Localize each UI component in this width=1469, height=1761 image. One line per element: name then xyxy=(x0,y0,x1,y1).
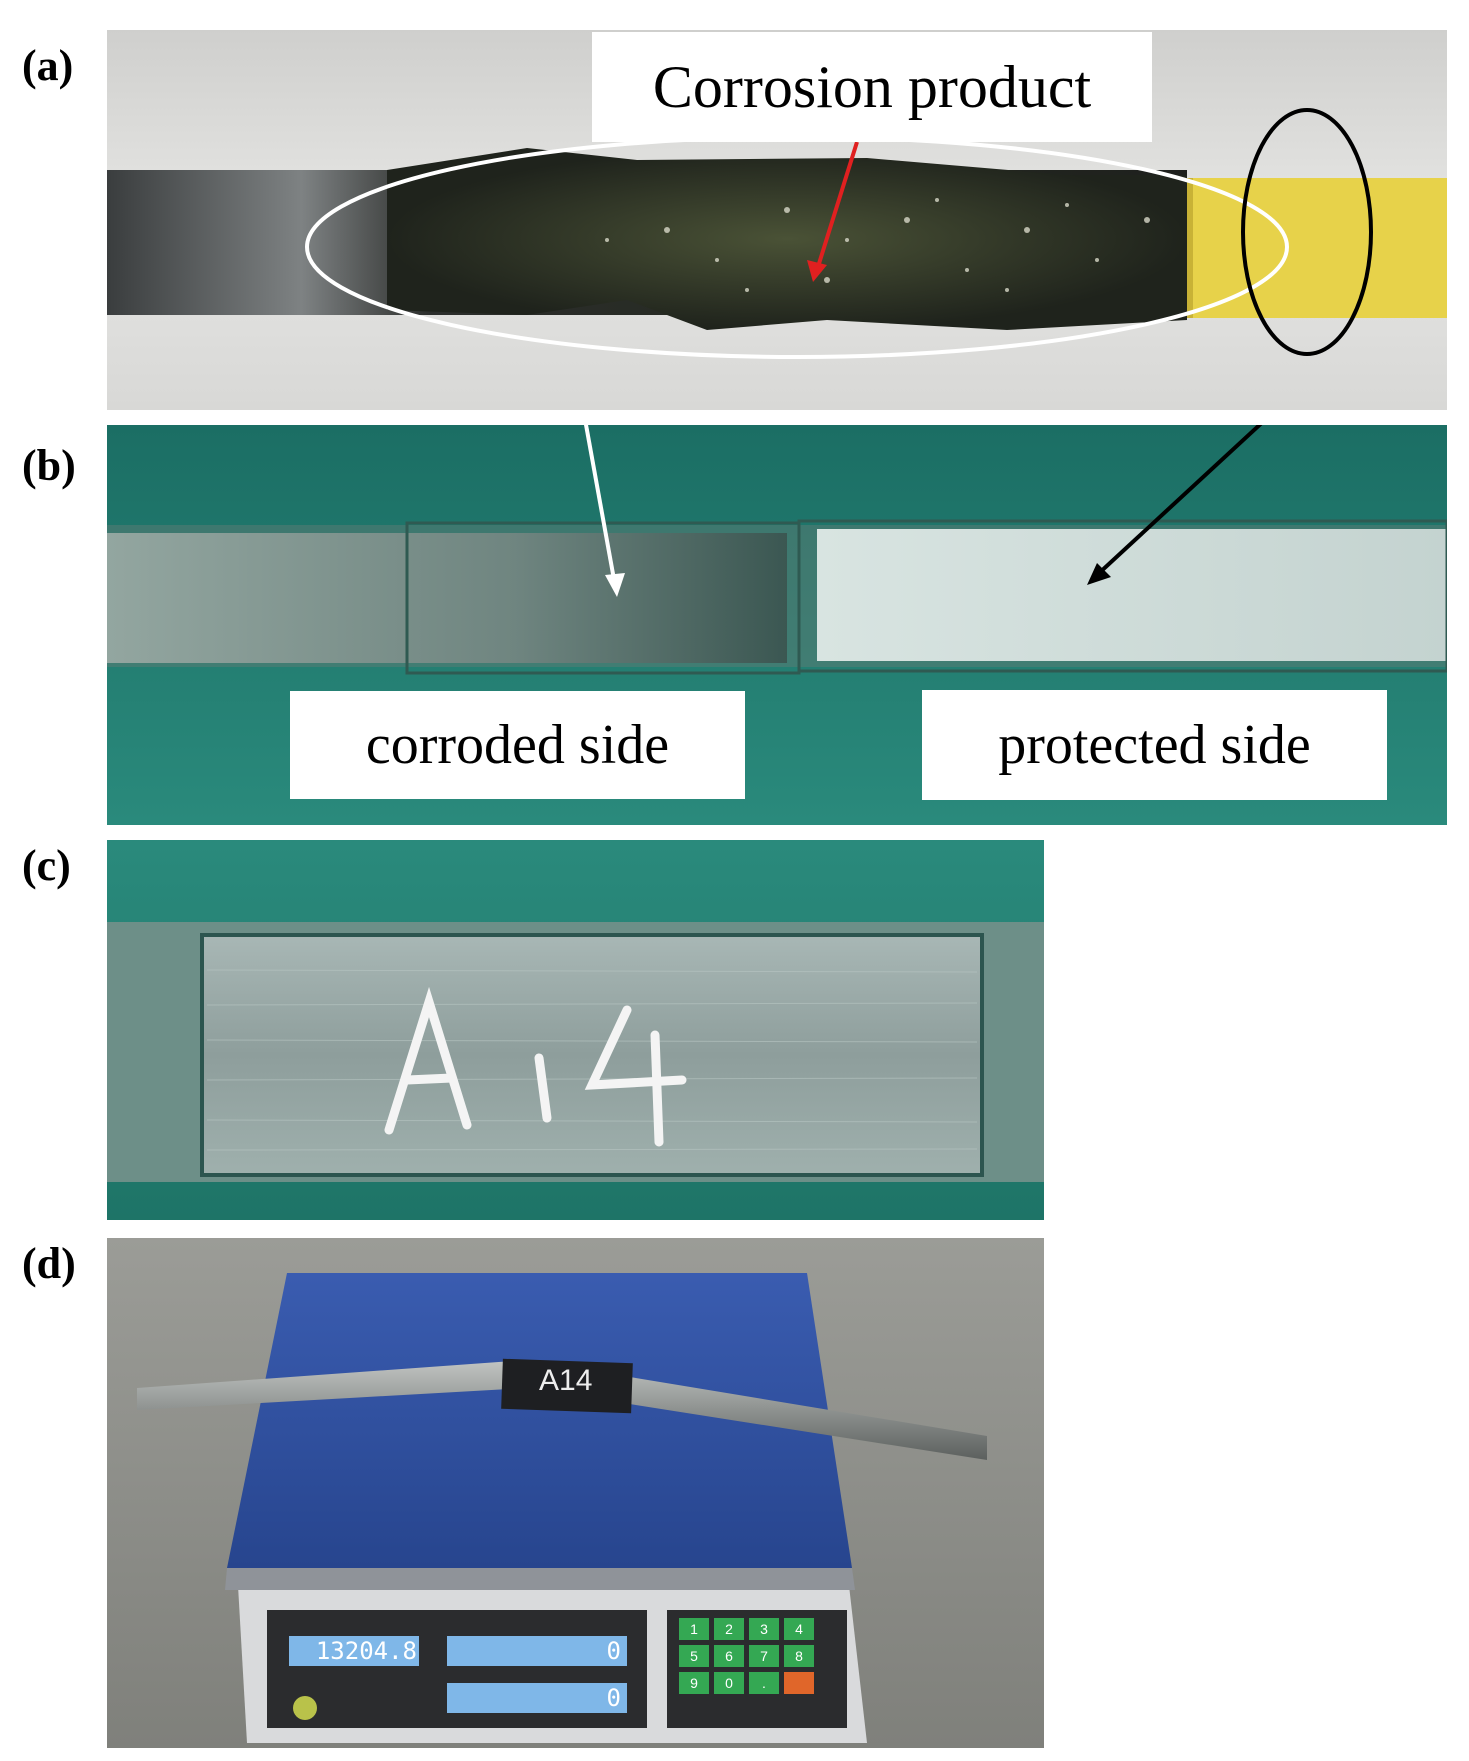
key-dot[interactable]: . xyxy=(749,1672,779,1694)
black-ellipse-annotation xyxy=(1241,108,1373,356)
panel-label-c: (c) xyxy=(22,841,71,890)
key-9[interactable]: 9 xyxy=(679,1672,709,1694)
photo-a: Corrosion product xyxy=(107,30,1447,410)
panel-label-a: (a) xyxy=(22,41,74,90)
protected-side-callout: protected side xyxy=(922,690,1387,800)
black-arrow xyxy=(1095,425,1263,577)
weight-readout: 13204.8 xyxy=(315,1637,417,1665)
photo-d: A14 13204.8 0 0 1 2 3 4 5 6 7 8 9 0 . xyxy=(107,1238,1044,1748)
red-arrow xyxy=(815,141,859,271)
key-0[interactable]: 0 xyxy=(714,1672,744,1694)
panel-label-b: (b) xyxy=(22,441,76,490)
scale-keypad: 1 2 3 4 5 6 7 8 9 0 . xyxy=(679,1618,819,1694)
panel-label-d: (d) xyxy=(22,1239,76,1288)
key-2[interactable]: 2 xyxy=(714,1618,744,1640)
handwritten-mark-a14 xyxy=(384,986,687,1147)
photo-c xyxy=(107,840,1044,1220)
count-readout: 0 xyxy=(606,1684,621,1712)
key-function[interactable] xyxy=(784,1672,814,1694)
key-5[interactable]: 5 xyxy=(679,1645,709,1667)
key-4[interactable]: 4 xyxy=(784,1618,814,1640)
corrosion-product-callout: Corrosion product xyxy=(592,32,1152,142)
corroded-side-callout: corroded side xyxy=(290,691,745,799)
key-7[interactable]: 7 xyxy=(749,1645,779,1667)
photo-b: corroded side protected side xyxy=(107,425,1447,825)
bar-label-a14: A14 xyxy=(539,1364,593,1397)
key-3[interactable]: 3 xyxy=(749,1618,779,1640)
key-6[interactable]: 6 xyxy=(714,1645,744,1667)
key-1[interactable]: 1 xyxy=(679,1618,709,1640)
unit-weight-readout: 0 xyxy=(606,1637,621,1665)
key-8[interactable]: 8 xyxy=(784,1645,814,1667)
white-arrow xyxy=(584,425,617,586)
